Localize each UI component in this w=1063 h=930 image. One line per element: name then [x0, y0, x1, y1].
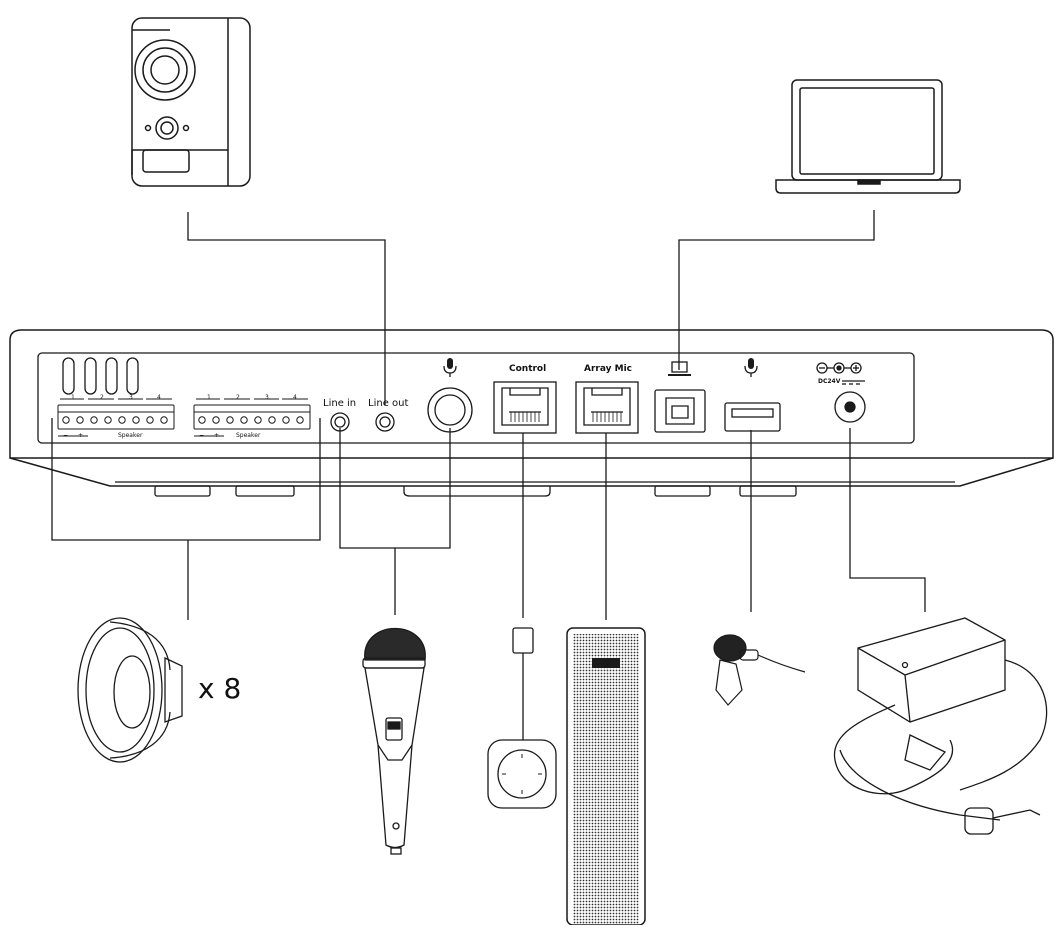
- handheld-microphone: [362, 628, 426, 855]
- speaker-to-line-out-wire: [187, 212, 386, 405]
- mic-jack: [427, 387, 473, 433]
- polarity-plus: +: [78, 432, 84, 439]
- speaker-label-b: Speaker: [236, 432, 261, 439]
- polarity-plus: +: [214, 432, 220, 439]
- power-adapter: [833, 617, 1048, 835]
- usb-b-port: [654, 389, 706, 433]
- speaker-terminal-block-b: [193, 398, 311, 437]
- mic-inputs-bracket: [339, 428, 451, 549]
- main-device: [9, 329, 1054, 497]
- passive-speaker: [77, 617, 183, 763]
- dc-polarity-icon: [816, 362, 865, 385]
- terminal-number: 1: [71, 394, 75, 401]
- terminal-number: 3: [129, 394, 133, 401]
- dc-power-jack: [834, 391, 866, 423]
- power-wire: [849, 428, 926, 612]
- line-in-label: Line in: [323, 398, 357, 409]
- terminal-number: 4: [293, 394, 297, 401]
- speaker-label-a: Speaker: [118, 432, 143, 439]
- control-pad: [487, 627, 557, 809]
- array-microphone: [566, 627, 646, 926]
- terminal-number: 3: [265, 394, 269, 401]
- terminal-number: 1: [207, 394, 211, 401]
- line-out-jack: [375, 412, 395, 432]
- connection-lines: [51, 210, 926, 620]
- array-mic-label: Array Mic: [584, 364, 633, 374]
- line-out-label: Line out: [368, 398, 409, 409]
- terminal-number: 2: [236, 394, 240, 401]
- microphone-icon: [447, 358, 453, 369]
- terminal-number: 2: [100, 394, 104, 401]
- array-mic-rj45-port: [575, 381, 639, 434]
- laptop: [775, 79, 961, 194]
- polarity-minus: −: [63, 432, 69, 439]
- microphone-icon: [748, 358, 754, 369]
- terminal-number: 4: [157, 394, 161, 401]
- line-in-jack: [330, 412, 350, 432]
- speaker-count-label: x 8: [198, 672, 242, 705]
- dc-voltage-label: DC24V: [818, 378, 841, 385]
- usb-a-port: [724, 402, 781, 432]
- control-label: Control: [509, 364, 547, 374]
- speaker-terminals-bracket: [51, 418, 321, 541]
- lavalier-microphone: [713, 634, 806, 706]
- laptop-icon: [668, 361, 691, 376]
- polarity-minus: −: [199, 432, 205, 439]
- laptop-to-usb-wire: [678, 210, 875, 370]
- speaker-terminal-block-a: [57, 398, 175, 437]
- active-speaker: [131, 17, 251, 187]
- control-rj45-port: [493, 381, 557, 434]
